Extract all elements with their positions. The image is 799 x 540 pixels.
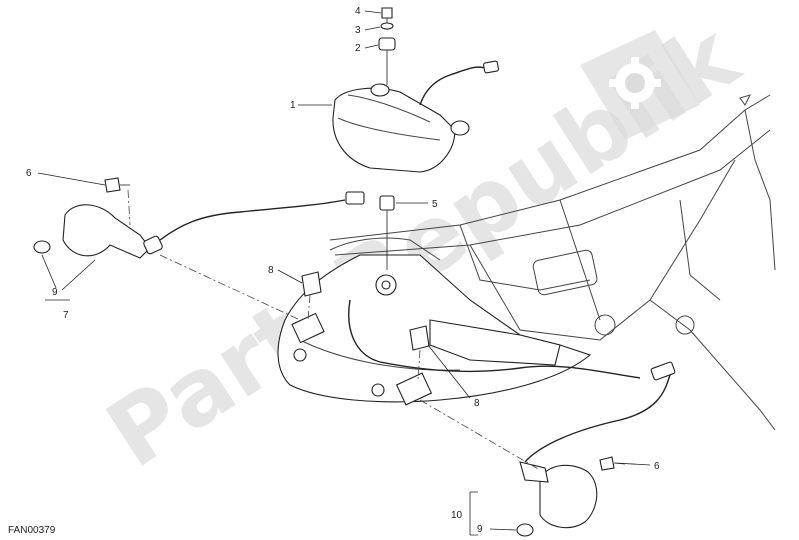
alignment-lines	[127, 189, 541, 471]
callout-8-right: 8	[474, 398, 480, 409]
tail-light	[332, 60, 499, 173]
callout-1: 1	[290, 100, 296, 111]
callout-5: 5	[432, 199, 438, 210]
leader-lines	[37, 10, 651, 536]
callout-8-left: 8	[268, 265, 274, 276]
callout-6-left: 6	[26, 168, 32, 179]
rear-undertray	[277, 237, 592, 406]
gear-icon	[580, 30, 700, 140]
callout-9-left: 9	[52, 287, 58, 298]
callout-3: 3	[355, 25, 361, 36]
tail-light-hardware	[378, 7, 396, 85]
callout-4: 4	[355, 6, 361, 17]
indicator-harness	[348, 299, 641, 379]
callout-6-right: 6	[654, 461, 660, 472]
watermark: PartsRepublik	[89, 2, 758, 488]
rear-subframe	[329, 94, 776, 431]
callout-7: 7	[63, 310, 69, 321]
diagram-code: FAN00379	[8, 525, 56, 536]
brackets	[301, 271, 430, 351]
callout-labels: 1 2 3 4 5 6 6 7 8 8 9 9 10	[26, 6, 660, 535]
nut	[379, 195, 395, 270]
callout-9-right: 9	[477, 524, 483, 535]
turn-indicator-left	[33, 177, 365, 259]
callout-10: 10	[451, 510, 463, 521]
turn-indicator-right	[516, 361, 676, 537]
callout-2: 2	[355, 43, 361, 54]
